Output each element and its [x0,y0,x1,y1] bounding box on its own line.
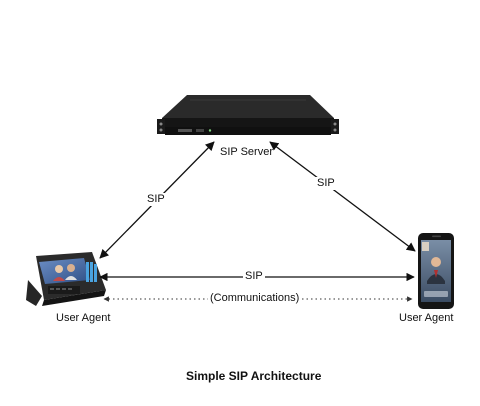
edge-label-right-sip: SIP [315,177,337,190]
agent-right-label: User Agent [399,312,454,324]
rack-server-icon [157,95,339,135]
edge-label-left-sip: SIP [145,193,167,206]
edge-right-to-server [269,141,416,252]
server-label: SIP Server [220,146,273,158]
agent-left-label: User Agent [56,312,111,324]
smartphone-video-call-icon [418,233,454,309]
edge-label-agent-sip: SIP [243,270,265,283]
edge-label-communications: (Communications) [208,292,302,305]
video-desk-phone-icon [26,252,106,306]
diagram-caption: Simple SIP Architecture [186,369,322,383]
